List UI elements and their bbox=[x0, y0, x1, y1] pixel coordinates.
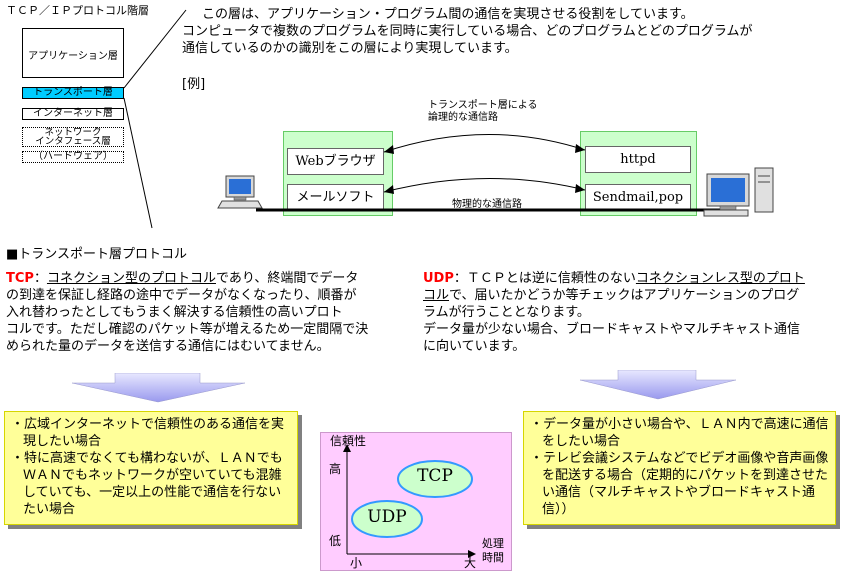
tcp-connection-link: コネクション型のプロトコル bbox=[46, 271, 216, 286]
layer-application: アプリケーション層 bbox=[22, 28, 124, 78]
layer-hardware-label: （ハードウェア） bbox=[33, 151, 113, 162]
arrow-head-http-left bbox=[384, 145, 394, 154]
udp-description: UDP：ＴＣＰとは逆に信頼性のないコネクションレス型のプロト コルで、届いたかど… bbox=[423, 270, 841, 355]
server-computer-icon bbox=[703, 167, 774, 217]
layer-internet: インターネット層 bbox=[22, 108, 124, 120]
tcp-description: TCP：コネクション型のプロトコルであり、終端間でデータ の到達を保証し経路の途… bbox=[6, 270, 410, 355]
tcp-use-case-1: ・広域インターネットで信頼性のある通信を実現したい場合 bbox=[11, 417, 285, 449]
comparison-chart bbox=[320, 432, 512, 571]
tcp-bubble bbox=[397, 460, 473, 498]
x-axis-arrow bbox=[468, 550, 476, 558]
layer-transport: トランスポート層 bbox=[22, 87, 124, 99]
logical-path-http bbox=[383, 134, 586, 153]
connector-top bbox=[123, 9, 187, 89]
layer-transport-label: トランスポート層 bbox=[33, 87, 113, 98]
intro-line-2: コンピュータで複数のプログラムを同時に実行している場合、どのプログラムとどのプロ… bbox=[182, 24, 753, 39]
x-axis-large: 大 bbox=[464, 556, 477, 570]
udp-line-1-pre: ＴＣＰとは逆に信頼性のない bbox=[466, 271, 636, 286]
comparison-axes bbox=[343, 444, 476, 558]
arrow-head-mail-left bbox=[384, 185, 394, 194]
section-title: ■トランスポート層プロトコル bbox=[6, 247, 188, 262]
arrow-head-mail-right bbox=[575, 184, 585, 193]
udp-line-3: ラムが行うこととなります。 bbox=[423, 305, 590, 320]
udp-label: UDP bbox=[423, 271, 454, 286]
udp-use-case-2: ・テレビ会議システムなどでビデオ画像や音声画像を配送する場合（定期的にパケットを… bbox=[530, 451, 829, 517]
sendmail-box: Sendmail,pop bbox=[585, 184, 691, 211]
mail-software-label: メールソフト bbox=[296, 190, 375, 205]
tcp-bubble-label: TCP bbox=[417, 466, 453, 486]
logical-path-label-1: トランスポート層による bbox=[428, 100, 538, 111]
udp-down-arrow bbox=[579, 370, 737, 400]
udp-colon: ： bbox=[453, 271, 467, 286]
udp-bubble-label: UDP bbox=[367, 507, 407, 527]
connector-bottom bbox=[123, 97, 153, 229]
web-browser-label: Webブラウザ bbox=[295, 154, 376, 169]
tcp-line-3: 入れ替わったとしてもうまく解決する信頼性の高いプロト bbox=[6, 305, 343, 320]
layer-hardware: （ハードウェア） bbox=[22, 151, 124, 163]
tcp-down-arrow bbox=[71, 373, 246, 403]
httpd-box: httpd bbox=[585, 146, 691, 173]
udp-line-4: データ量が少ない場合、ブロードキャストやマルチキャスト通信 bbox=[423, 322, 801, 337]
udp-use-cases: ・データ量が小さい場合や、ＬＡＮ内で高速に通信をしたい場合 ・テレビ会議システム… bbox=[523, 411, 836, 525]
x-axis-title: 処理 時間 bbox=[482, 537, 504, 565]
intro-line-1: この層は、アプリケーション・プログラム間の通信を実現させる役割をしています。 bbox=[202, 7, 694, 22]
physical-path-label: 物理的な通信路 bbox=[452, 199, 522, 210]
client-computer-icon bbox=[217, 175, 263, 209]
y-axis-arrow bbox=[343, 444, 351, 452]
web-browser-box: Webブラウザ bbox=[287, 148, 384, 175]
arrow-head-http-right bbox=[575, 144, 585, 153]
x-axis-title-2: 時間 bbox=[482, 551, 504, 564]
layer-application-label: アプリケーション層 bbox=[28, 51, 118, 62]
udp-line-5: に向いています。 bbox=[423, 339, 526, 354]
tcp-line-2: の到達を保証し経路の途中でデータがなくなったり、順番が bbox=[6, 288, 357, 303]
tcp-line-5: められた量のデータを送信する通信にはむいてません。 bbox=[6, 339, 330, 354]
logical-path-label: トランスポート層による 論理的な通信路 bbox=[428, 100, 538, 124]
tcp-line-4: コルです。ただし確認のパケット等が増えるため一定間隔で決 bbox=[6, 322, 369, 337]
logical-path-mail bbox=[383, 177, 586, 193]
tcp-line-1-rest: であり、終端間でデータ bbox=[215, 271, 359, 286]
layer-network-interface: ネットワーク インタフェース層 bbox=[22, 127, 124, 147]
intro-line-3: 通信しているのかの識別をこの層により実現しています。 bbox=[182, 41, 518, 56]
tcp-use-case-2: ・特に高速でなくても構わないが、ＬＡＮでもＷＡＮでもネットワークが空いていても混… bbox=[11, 451, 283, 517]
x-axis-title-1: 処理 bbox=[482, 537, 504, 550]
udp-line-2-rest: で、届いたかどうか等チェックはアプリケーションのプログ bbox=[449, 288, 800, 303]
udp-use-case-1: ・データ量が小さい場合や、ＬＡＮ内で高速に通信をしたい場合 bbox=[530, 417, 829, 449]
tcp-use-cases: ・広域インターネットで信頼性のある通信を実現したい場合 ・特に高速でなくても構わ… bbox=[4, 411, 298, 525]
layer-network-label: ネットワーク bbox=[44, 127, 102, 138]
tcp-colon: ： bbox=[33, 271, 47, 286]
stack-title: ＴＣＰ／ＩＰプロトコル階層 bbox=[6, 4, 149, 17]
mail-software-box: メールソフト bbox=[287, 184, 384, 211]
udp-connectionless-link-1: コネクションレス型のプロト bbox=[635, 271, 805, 286]
udp-connectionless-link-2: コル bbox=[423, 288, 450, 303]
example-label: [例] bbox=[182, 77, 206, 92]
sendmail-label: Sendmail,pop bbox=[592, 190, 684, 205]
logical-path-label-2: 論理的な通信路 bbox=[428, 112, 498, 123]
udp-bubble bbox=[351, 500, 423, 538]
tcp-label: TCP bbox=[6, 271, 34, 286]
x-axis-small: 小 bbox=[350, 556, 363, 570]
httpd-label: httpd bbox=[620, 152, 656, 167]
y-axis-title: 信頼性 bbox=[330, 434, 367, 448]
y-axis-low: 低 bbox=[329, 534, 342, 548]
layer-interface-label: インタフェース層 bbox=[35, 136, 111, 147]
layer-internet-label: インターネット層 bbox=[33, 108, 113, 119]
y-axis-high: 高 bbox=[329, 462, 342, 476]
